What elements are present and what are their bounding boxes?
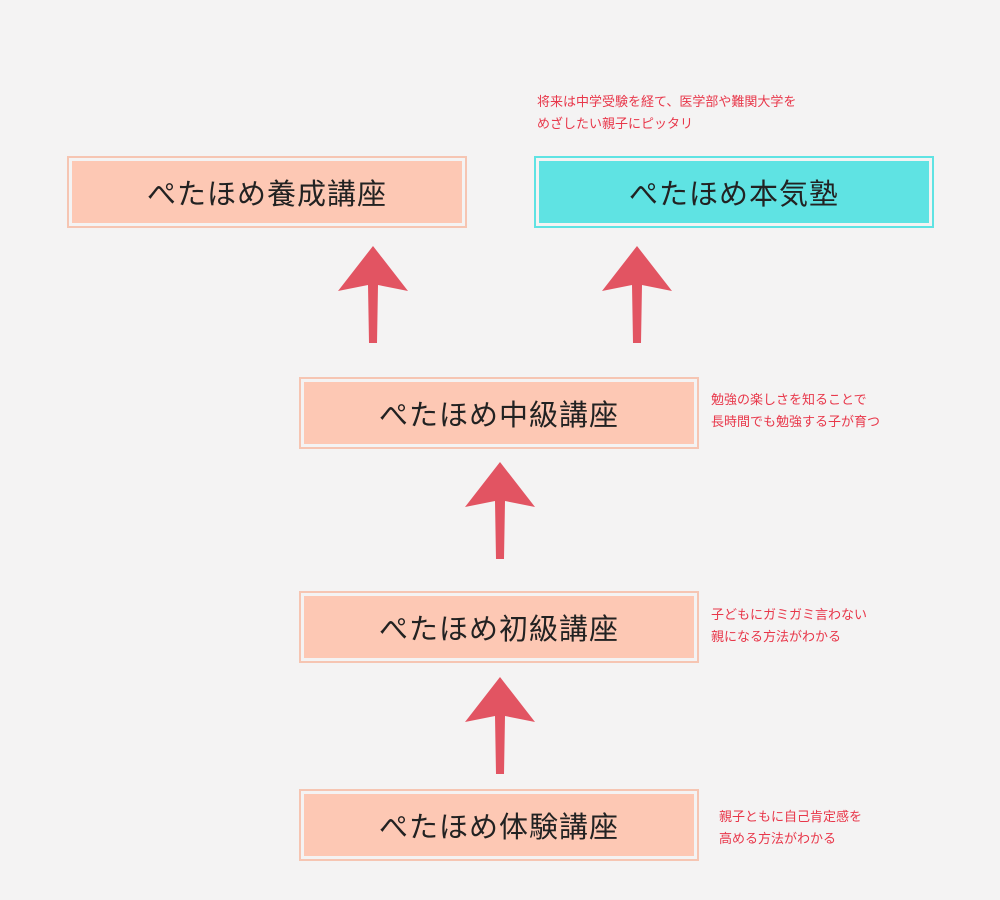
note-beginner-line-2: 親になる方法がわかる (711, 630, 842, 645)
up-arrow-icon (338, 246, 408, 343)
course-label-honki: ぺたほめ本気塾 (539, 161, 929, 223)
up-arrow-icon (602, 246, 672, 343)
note-honki-line-1: 将来は中学受験を経て、医学部や難関大学を (537, 95, 797, 110)
course-box-trial: ぺたほめ体験講座 (299, 789, 699, 861)
note-trial-line-1: 親子ともに自己肯定感を (719, 810, 863, 825)
note-honki-line-2: めざしたい親子にピッタリ (537, 117, 694, 132)
course-label-beginner: ぺたほめ初級講座 (304, 596, 694, 658)
up-arrow-icon (465, 677, 535, 774)
note-trial-line-2: 高める方法がわかる (719, 832, 837, 847)
note-trial: 親子ともに自己肯定感を 高める方法がわかる (719, 807, 862, 851)
course-box-trainer: ぺたほめ養成講座 (67, 156, 467, 228)
course-label-trial: ぺたほめ体験講座 (304, 794, 694, 856)
course-label-intermediate: ぺたほめ中級講座 (304, 382, 694, 444)
note-honki: 将来は中学受験を経て、医学部や難関大学を めざしたい親子にピッタリ (537, 92, 796, 136)
course-box-intermediate: ぺたほめ中級講座 (299, 377, 699, 449)
course-box-honki: ぺたほめ本気塾 (534, 156, 934, 228)
note-beginner: 子どもにガミガミ言わない 親になる方法がわかる (711, 605, 867, 649)
note-intermediate-line-2: 長時間でも勉強する子が育つ (711, 415, 881, 430)
course-label-trainer: ぺたほめ養成講座 (72, 161, 462, 223)
up-arrow-icon (465, 462, 535, 559)
note-beginner-line-1: 子どもにガミガミ言わない (711, 608, 868, 623)
course-box-beginner: ぺたほめ初級講座 (299, 591, 699, 663)
note-intermediate: 勉強の楽しさを知ることで 長時間でも勉強する子が育つ (711, 390, 880, 434)
note-intermediate-line-1: 勉強の楽しさを知ることで (711, 393, 867, 408)
